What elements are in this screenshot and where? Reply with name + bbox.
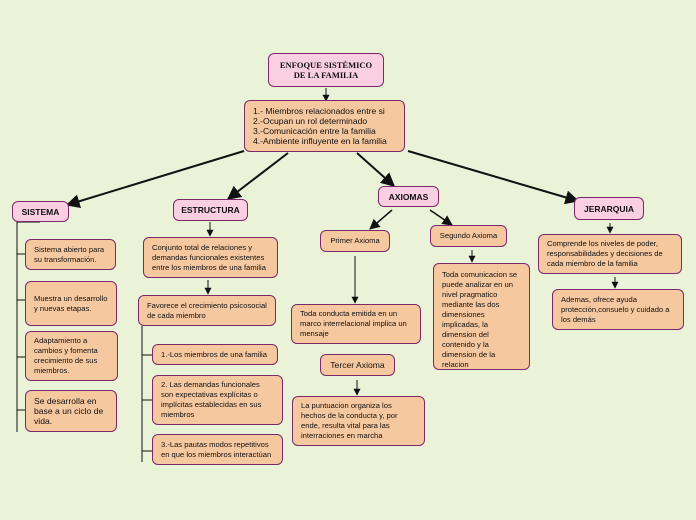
estructura-item: 3.-Las pautas modos repetitivos en que l…: [152, 434, 283, 465]
sistema-item: Sistema abierto para su transformación.: [25, 239, 116, 270]
estructura-item: 1.-Los miembros de una familia: [152, 344, 278, 365]
root-item: 2.-Ocupan un rol determinado: [253, 116, 368, 126]
primer-axioma-node: Primer Axioma: [320, 230, 390, 252]
connector-root-jerarquia: [407, 150, 580, 205]
connector-root-estructura: [226, 152, 289, 200]
segundo-axioma-node: Segundo Axioma: [430, 225, 507, 247]
estructura-item: 2. Las demandas funcionales son expectat…: [152, 375, 283, 425]
root-item: 1.- Miembros relacionados entre si: [253, 106, 385, 116]
jerarquia-item: Comprende los niveles de poder, responsa…: [538, 234, 682, 274]
sistema-item: Adaptamiento a cambios y fomenta crecimi…: [25, 331, 118, 381]
sistema-item: Muestra un desarrollo y nuevas etapas.: [25, 281, 117, 326]
root-node: 1.- Miembros relacionados entre si 2.-Oc…: [244, 100, 405, 152]
tercer-axioma-node: Tercer Axioma: [320, 354, 395, 376]
connector-sistema-bracket: [16, 221, 40, 432]
segundo-axioma-text: Toda comunicacion se puede analizar en u…: [433, 263, 530, 370]
title-line-1: ENFOQUE SISTÉMICO: [279, 60, 373, 70]
root-item: 4.-Ambiente influyente en la familia: [253, 136, 387, 146]
sistema-node: SISTEMA: [12, 201, 69, 222]
estructura-favorece: Favorece el crecimiento psicosocial de c…: [138, 295, 276, 326]
sistema-item: Se desarrolla en base a un ciclo de vida…: [25, 390, 117, 432]
connector-root-axiomas: [356, 152, 396, 187]
tercer-axioma-text: La puntuacion organiza los hechos de la …: [292, 396, 425, 446]
root-item: 3.-Comunicación entre la familia: [253, 126, 376, 136]
connector-axiomas-segundo: [429, 209, 453, 226]
jerarquia-node: JERARQUIA: [574, 197, 644, 220]
connector-root-sistema: [65, 150, 245, 209]
estructura-node: ESTRUCTURA: [173, 199, 248, 221]
primer-axioma-text: Toda conducta emitida en un marco interr…: [291, 304, 421, 344]
connector-axiomas-primer: [369, 209, 393, 230]
jerarquia-item: Ademas, ofrece ayuda protección,consuelo…: [552, 289, 684, 330]
axiomas-node: AXIOMAS: [378, 186, 439, 207]
title-node: ENFOQUE SISTÉMICO DE LA FAMILIA: [268, 53, 384, 87]
title-line-2: DE LA FAMILIA: [293, 70, 359, 80]
estructura-definition: Conjunto total de relaciones y demandas …: [143, 237, 278, 278]
